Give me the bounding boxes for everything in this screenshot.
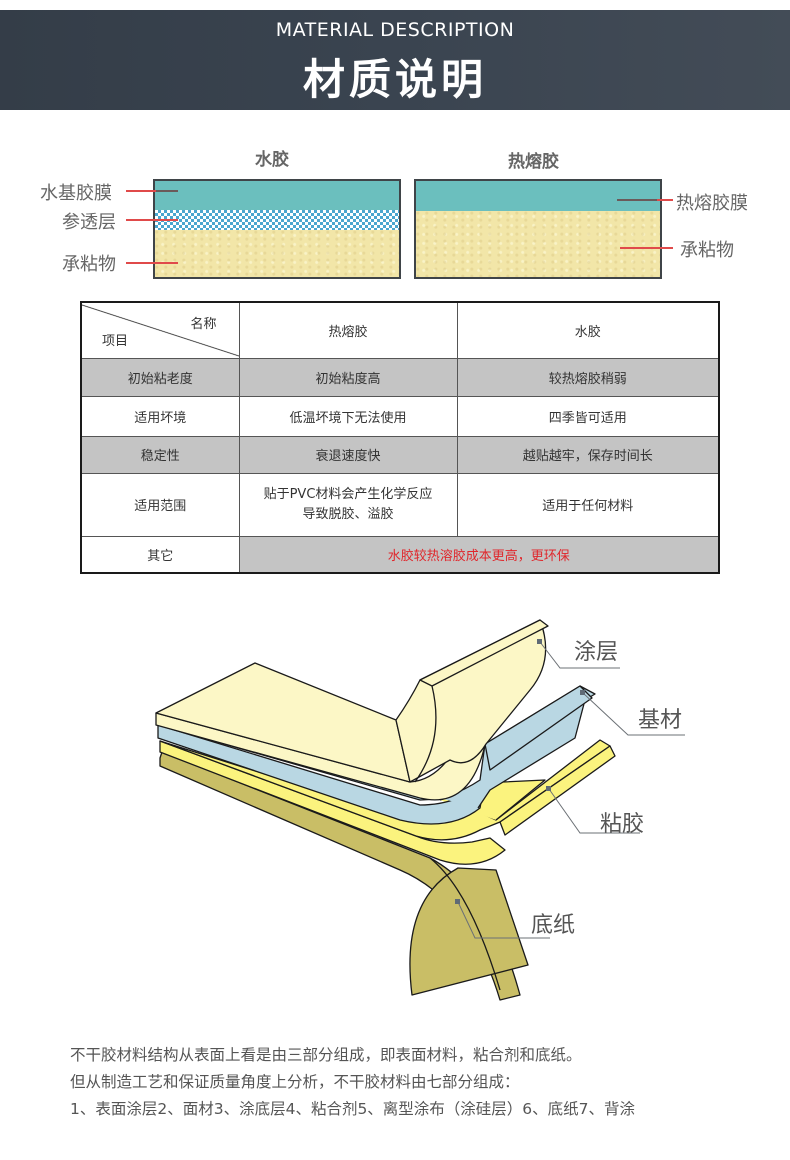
corner-item-label: 项目	[102, 333, 129, 349]
title-english: MATERIAL DESCRIPTION	[275, 19, 515, 41]
corner-header-cell: 名称 项目	[80, 301, 240, 359]
label-hot-melt-film: 热熔胶膜	[676, 193, 748, 214]
pointer-line	[657, 199, 673, 201]
row-water-value: 越贴越牢，保存时间长	[456, 435, 720, 474]
pointer-line	[126, 219, 178, 221]
row-hot-melt-value: 初始粘度高	[238, 357, 458, 397]
row-hot-melt-value: 贴于PVC材料会产生化学反应 导致脱胶、溢胶	[238, 472, 458, 537]
pointer-line	[156, 190, 178, 192]
penetration-layer	[155, 210, 399, 230]
water-glue-title: 水胶	[255, 150, 289, 170]
label-structure-diagram	[155, 619, 685, 1001]
row-water-value: 适用于任何材料	[456, 472, 720, 537]
water-film-layer	[155, 181, 399, 210]
row-item: 适用范围	[80, 472, 240, 537]
corner-name-label: 名称	[190, 317, 217, 332]
table-row: 稳定性 衰退速度快 越贴越牢，保存时间长	[80, 435, 720, 474]
label-coating: 涂层	[574, 640, 619, 665]
label-substrate: 承粘物	[62, 254, 116, 275]
row-item: 适用坏境	[80, 395, 240, 437]
label-penetration: 参透层	[62, 212, 116, 233]
table-row: 其它 水胶较热溶胶成本更高，更环保	[80, 535, 720, 574]
row-hot-melt-line: 导致脱胶、溢胶	[302, 506, 394, 522]
row-water-value: 四季皆可适用	[456, 395, 720, 437]
column-header-hot-melt: 热熔胶	[238, 301, 458, 359]
label-water-film: 水基胶膜	[40, 183, 112, 204]
row-item: 其它	[80, 535, 240, 574]
row-item: 初始粘老度	[80, 357, 240, 397]
label-adhesive: 粘胶	[600, 812, 645, 837]
pointer-line	[617, 199, 657, 201]
label-base-material: 基材	[638, 708, 683, 733]
substrate-layer	[416, 211, 660, 277]
hot-melt-film-layer	[416, 181, 660, 211]
header-banner: MATERIAL DESCRIPTION 材质说明	[0, 10, 790, 110]
row-merged-note: 水胶较热溶胶成本更高，更环保	[238, 535, 720, 574]
hot-melt-panel	[414, 179, 662, 279]
comparison-table: 名称 项目 热熔胶 水胶 初始粘老度 初始粘度高 较热熔胶稍弱 适用坏境 低温坏…	[80, 301, 720, 574]
description-line: 1、表面涂层2、面材3、涂底层4、粘合剂5、离型涂布（涂硅层）6、底纸7、背涂	[70, 1100, 636, 1118]
pointer-line	[126, 262, 178, 264]
table-row: 初始粘老度 初始粘度高 较热熔胶稍弱	[80, 357, 720, 397]
row-item: 稳定性	[80, 435, 240, 474]
table-row: 适用范围 贴于PVC材料会产生化学反应 导致脱胶、溢胶 适用于任何材料	[80, 472, 720, 537]
label-substrate: 承粘物	[680, 240, 734, 261]
pointer-line	[620, 247, 673, 249]
title-chinese: 材质说明	[302, 55, 487, 104]
column-header-water: 水胶	[456, 301, 720, 359]
pointer-line	[126, 190, 156, 192]
hot-melt-title: 热熔胶	[508, 152, 559, 172]
label-liner: 底纸	[531, 913, 576, 938]
row-hot-melt-value: 低温坏境下无法使用	[238, 395, 458, 437]
row-hot-melt-value: 衰退速度快	[238, 435, 458, 474]
substrate-layer	[155, 230, 399, 277]
description-text: 不干胶材料结构从表面上看是由三部分组成，即表面材料，粘合剂和底纸。 但从制造工艺…	[70, 1042, 635, 1123]
water-glue-panel	[153, 179, 401, 279]
table-row: 适用坏境 低温坏境下无法使用 四季皆可适用	[80, 395, 720, 437]
row-water-value: 较热熔胶稍弱	[456, 357, 720, 397]
description-line: 不干胶材料结构从表面上看是由三部分组成，即表面材料，粘合剂和底纸。	[70, 1046, 582, 1064]
description-line: 但从制造工艺和保证质量角度上分析，不干胶材料由七部分组成：	[70, 1073, 520, 1091]
row-hot-melt-line: 贴于PVC材料会产生化学反应	[263, 486, 433, 502]
table-header-row: 名称 项目 热熔胶 水胶	[80, 301, 720, 359]
